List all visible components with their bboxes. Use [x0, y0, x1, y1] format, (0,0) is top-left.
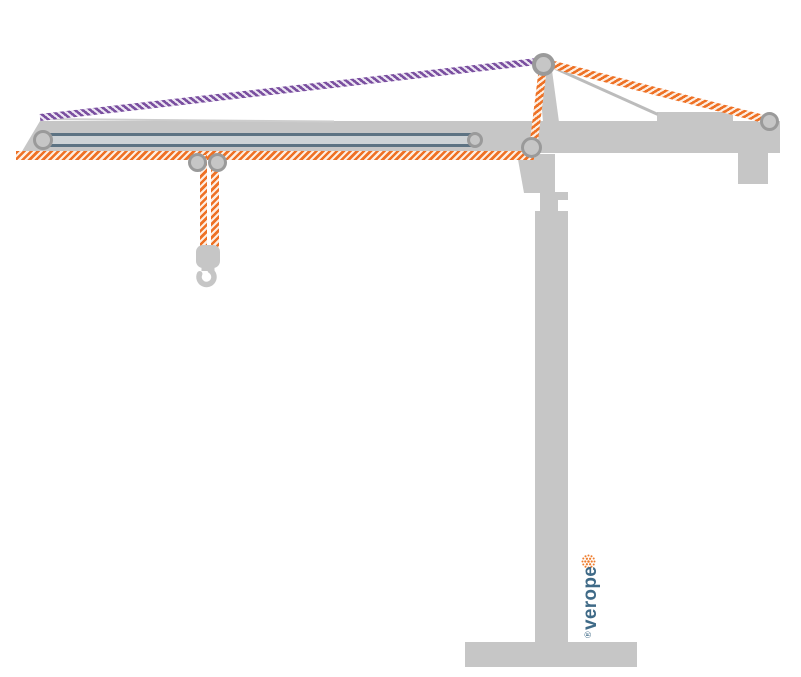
- base-foundation: [465, 642, 637, 667]
- operator-cab: [517, 154, 555, 193]
- trolley-pulley-left: [188, 153, 207, 172]
- hook-fall-rope-left: [200, 155, 207, 248]
- hook-block-icon: [196, 245, 220, 288]
- jib-tip-pulley: [33, 130, 53, 150]
- cab-platform-bar: [548, 192, 568, 200]
- verope-logo-text: verope: [580, 565, 601, 630]
- trolley-rope-purple: [39, 57, 547, 121]
- counterweight-block: [738, 150, 768, 184]
- trolley-rail-end-ring: [467, 132, 483, 148]
- counter-jib-tip-pulley: [760, 112, 779, 131]
- hoist-rope-along-jib: [16, 151, 534, 160]
- rope-cross-section-icon: [581, 554, 596, 569]
- trolley-pulley-right: [208, 153, 227, 172]
- counter-jib-machinery-block: [657, 112, 733, 153]
- apex-pulley: [532, 53, 555, 76]
- mast-column: [535, 211, 568, 643]
- jib-heel-pulley: [521, 137, 542, 158]
- hook-fall-rope-right: [211, 155, 219, 248]
- registered-trademark-symbol: ®: [583, 631, 593, 638]
- trolley-rail: [38, 133, 475, 147]
